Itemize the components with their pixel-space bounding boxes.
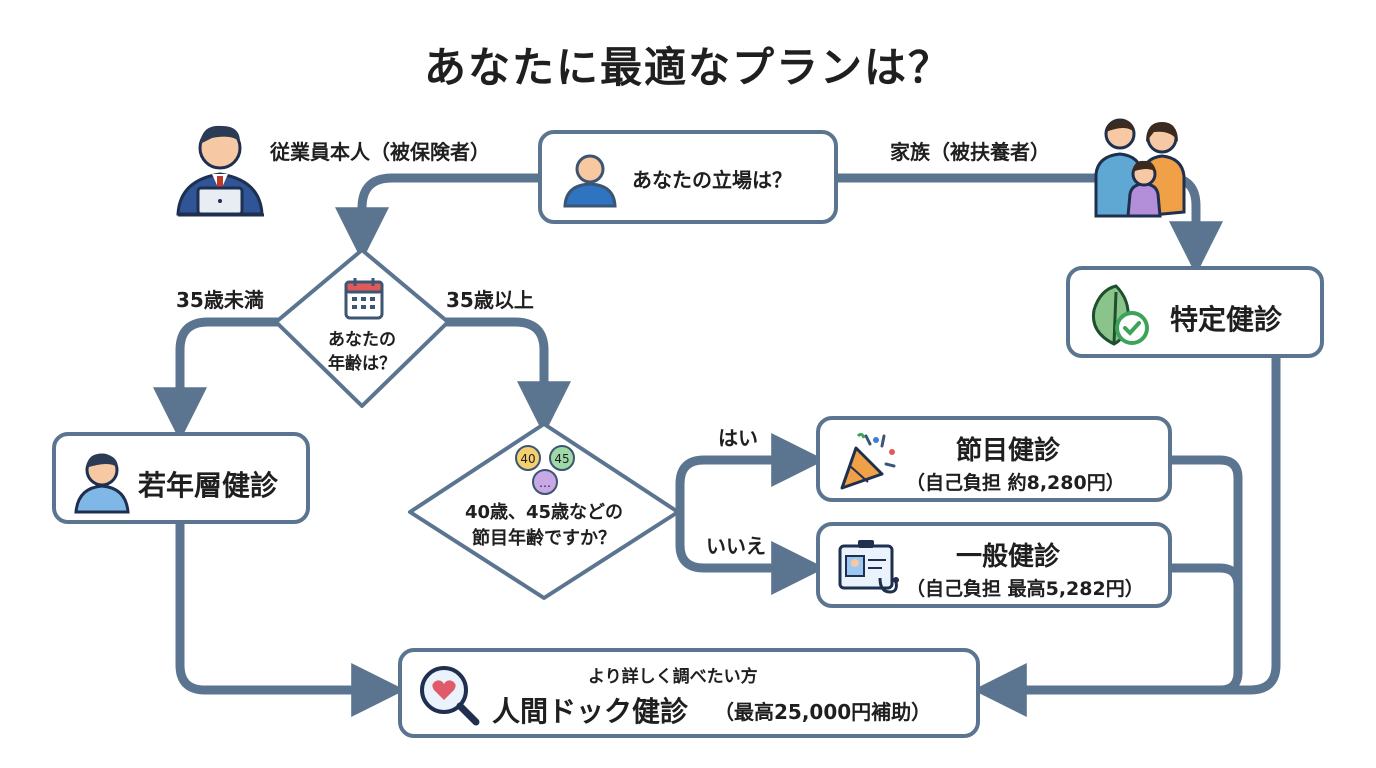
- age-question-line2: 年齢は？: [328, 354, 396, 374]
- leaf-check-icon: [1091, 284, 1149, 346]
- employee-person-icon: [176, 125, 264, 217]
- label-no: いいえ: [706, 534, 766, 558]
- arrow-age-to-milestone-q: [435, 317, 571, 436]
- start-box: あなたの立場は？: [538, 130, 838, 224]
- general-checkup-box: 一般健診 （自己負担 最高5,282円）: [816, 522, 1172, 608]
- human-dock-subsidy: （最高25,000円補助）: [714, 700, 932, 724]
- label-under-35: 35歳未満: [176, 288, 264, 312]
- label-family: 家族（被扶養者）: [890, 140, 1050, 164]
- badge-40: 40: [520, 452, 535, 466]
- badge-more: …: [539, 476, 551, 490]
- milestone-question-line2: 節目年齢ですか？: [472, 528, 616, 549]
- human-dock-note: より詳しく調べたい方: [588, 667, 758, 687]
- arrow-no: [675, 507, 826, 595]
- party-popper-icon: [840, 432, 896, 490]
- line-milestone-to-dock: [1167, 455, 1243, 695]
- label-over-35: 35歳以上: [446, 288, 534, 312]
- age-badges-icon: 40 45 …: [515, 445, 575, 495]
- label-employee: 従業員本人（被保険者）: [270, 140, 490, 164]
- arrow-yes: [675, 433, 826, 517]
- heart-magnifier-icon: [420, 666, 480, 726]
- page-title: あなたに最適なプランは？: [423, 43, 952, 92]
- young-person-icon: [74, 453, 130, 514]
- human-dock-label: 人間ドック健診: [492, 695, 689, 728]
- young-checkup-label: 若年層健診: [138, 469, 279, 502]
- arrow-young-to-dock: [175, 519, 406, 717]
- general-checkup-label: 一般健診: [956, 542, 1061, 572]
- label-yes: はい: [718, 426, 758, 450]
- badge-45: 45: [554, 452, 569, 466]
- milestone-checkup-label: 節目健診: [956, 436, 1061, 466]
- milestone-diamond: [408, 422, 680, 600]
- human-dock-box: より詳しく調べたい方 人間ドック健診 （最高25,000円補助）: [398, 648, 980, 738]
- milestone-checkup-cost: （自己負担 約8,280円）: [906, 472, 1125, 494]
- general-checkup-cost: （自己負担 最高5,282円）: [906, 578, 1144, 600]
- milestone-checkup-box: 節目健診 （自己負担 約8,280円）: [816, 416, 1172, 502]
- arrow-age-to-young: [153, 317, 287, 442]
- line-general-to-dock: [1167, 563, 1243, 677]
- age-question: あなたの 年齢は？: [302, 328, 422, 376]
- arrow-specific-to-dock: [972, 353, 1281, 717]
- id-card-stethoscope-icon: [838, 540, 899, 594]
- user-icon: [563, 154, 617, 208]
- family-icon: [1094, 118, 1186, 218]
- specific-checkup-box: 特定健診: [1066, 266, 1324, 358]
- young-checkup-box: 若年層健診: [52, 432, 310, 524]
- age-question-line1: あなたの: [328, 330, 396, 350]
- start-question: あなたの立場は？: [632, 168, 792, 192]
- specific-checkup-label: 特定健診: [1170, 303, 1283, 336]
- calendar-icon: [344, 278, 384, 320]
- milestone-question: 40歳、45歳などの 節目年齢ですか？: [444, 500, 644, 552]
- age-diamond: [274, 248, 450, 408]
- arrow-start-to-age: [335, 173, 545, 262]
- milestone-question-line1: 40歳、45歳などの: [464, 502, 624, 523]
